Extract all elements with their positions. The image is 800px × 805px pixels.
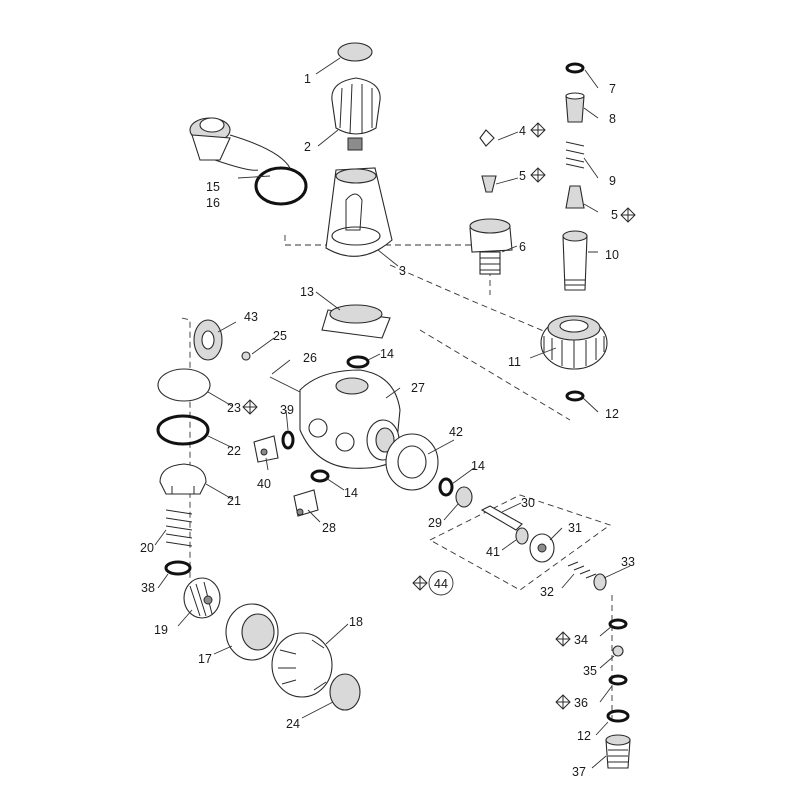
part-22-ring (156, 414, 210, 446)
label-37: 37 (572, 765, 586, 779)
axis-line-yoke (419, 329, 571, 421)
part-14-oring-top (346, 355, 370, 369)
part-29-seat (455, 486, 473, 508)
label-43: 43 (244, 310, 258, 324)
label-12-bottom: 12 (577, 729, 591, 743)
part-10-insert (562, 235, 588, 291)
part-14-oring-right (438, 477, 454, 497)
part-14-oring-mid (310, 469, 330, 483)
part-20-spring (165, 509, 193, 547)
part-1-cap (337, 42, 373, 62)
part-25-washer (241, 351, 251, 361)
label-19: 19 (154, 623, 168, 637)
part-39-oring (281, 430, 295, 450)
label-4: 4 (519, 124, 526, 138)
part-33-seat (593, 573, 607, 591)
part-5b-piston (565, 185, 585, 209)
label-2: 2 (304, 140, 311, 154)
label-24: 24 (286, 717, 300, 731)
label-18: 18 (349, 615, 363, 629)
label-41: 41 (486, 545, 500, 559)
label-38: 38 (141, 581, 155, 595)
part-8-valve (565, 95, 585, 123)
part-12-oring-bottom (606, 709, 630, 723)
part-5-piston (481, 175, 497, 193)
part-26-pin (269, 376, 301, 393)
label-14-mid: 14 (344, 486, 358, 500)
label-32: 32 (540, 585, 554, 599)
part-9-spring (565, 141, 585, 169)
part-30-pin (480, 505, 523, 531)
part-32-spring (567, 561, 597, 579)
label-3: 3 (399, 264, 406, 278)
label-12: 12 (605, 407, 619, 421)
part-21-cup (159, 463, 207, 495)
part-36-oring (608, 674, 628, 686)
part-2-stem (347, 137, 363, 151)
label-10: 10 (605, 248, 619, 262)
label-40: 40 (257, 477, 271, 491)
label-35: 35 (583, 664, 597, 678)
diamond-cross-icon-5 (530, 167, 546, 183)
label-17: 17 (198, 652, 212, 666)
part-19-adjuster (183, 577, 221, 619)
part-4-seat (479, 129, 495, 147)
label-8: 8 (609, 112, 616, 126)
label-31: 31 (568, 521, 582, 535)
diamond-cross-icon-5b (620, 207, 636, 223)
label-36: 36 (574, 696, 588, 710)
label-20: 20 (140, 541, 154, 555)
diamond-cross-icon-34 (555, 631, 571, 647)
label-1: 1 (304, 72, 311, 86)
label-39: 39 (280, 403, 294, 417)
label-26: 26 (303, 351, 317, 365)
label-23: 23 (227, 401, 241, 415)
part-41-washer (515, 527, 529, 545)
label-5b: 5 (611, 208, 618, 222)
label-22: 22 (227, 444, 241, 458)
label-27: 27 (411, 381, 425, 395)
part-23-cover (157, 368, 211, 402)
label-30: 30 (521, 496, 535, 510)
part-12-oring (565, 390, 585, 402)
label-25: 25 (273, 329, 287, 343)
label-34: 34 (574, 633, 588, 647)
diamond-cross-icon-23 (242, 399, 258, 415)
kit-44-frame (429, 494, 611, 591)
label-28: 28 (322, 521, 336, 535)
label-29: 29 (428, 516, 442, 530)
label-42: 42 (449, 425, 463, 439)
axis-line-right (389, 264, 566, 341)
label-6: 6 (519, 240, 526, 254)
label-16: 16 (206, 196, 220, 210)
part-24-disc (329, 673, 361, 711)
part-16-strap-ring (254, 166, 308, 206)
kit-44-circle (428, 570, 454, 596)
part-40-plug (253, 435, 279, 463)
part-2-knob (331, 77, 381, 135)
diamond-cross-icon-44 (412, 575, 428, 591)
part-38-oring (164, 560, 192, 576)
label-9: 9 (609, 174, 616, 188)
label-14-right: 14 (471, 459, 485, 473)
label-11: 11 (508, 355, 521, 369)
label-7: 7 (609, 82, 616, 96)
part-7-oring (565, 62, 585, 74)
label-44: 44 (434, 577, 448, 591)
diamond-cross-icon-36 (555, 694, 571, 710)
label-5: 5 (519, 169, 526, 183)
diamond-cross-icon-4 (530, 122, 546, 138)
label-33: 33 (621, 555, 635, 569)
part-18-turret (271, 632, 333, 698)
part-35-ball (612, 645, 624, 657)
axis-line-left (181, 317, 191, 580)
label-14-top: 14 (380, 347, 394, 361)
label-21: 21 (227, 494, 241, 508)
label-13: 13 (300, 285, 314, 299)
label-15: 15 (206, 180, 220, 194)
part-34-oring (608, 618, 628, 630)
